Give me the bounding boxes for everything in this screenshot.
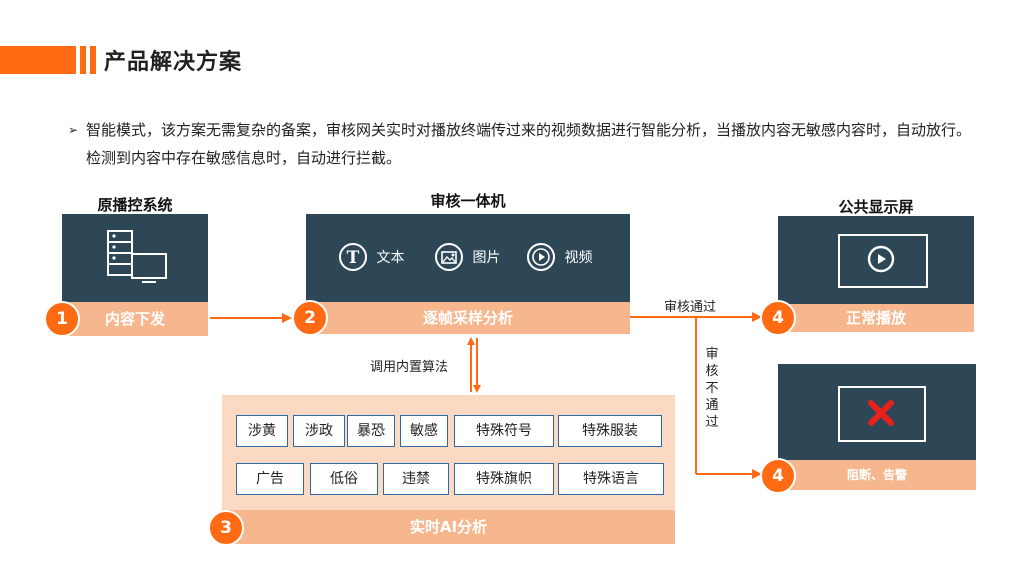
algo-tag: 敏感 — [400, 415, 448, 447]
image-icon — [435, 243, 463, 271]
fail-arrow — [695, 316, 762, 479]
option-image: 图片 — [434, 242, 500, 272]
option-text: T 文本 — [338, 242, 404, 272]
algo-tag: 低俗 — [310, 463, 378, 495]
step-badge-4: 4 — [760, 458, 796, 494]
play-icon — [867, 245, 895, 273]
intro-text: 智能模式，该方案无需复杂的备案，审核网关实时对播放终端传过来的视频数据进行智能分… — [86, 121, 972, 167]
option-video-label: 视频 — [564, 250, 593, 266]
algo-tag: 特殊语言 — [558, 463, 664, 495]
screen-frame — [838, 234, 928, 288]
algo-tag: 暴恐 — [347, 415, 395, 447]
text-T-icon: T — [339, 243, 367, 271]
algorithm-band: 实时AI分析 — [222, 510, 675, 544]
header-accent-stripe — [80, 46, 86, 74]
bidirectional-arrow — [467, 337, 481, 393]
svg-text:T: T — [347, 248, 360, 268]
algo-tag: 特殊符号 — [454, 415, 554, 447]
algo-tag: 涉黄 — [236, 415, 288, 447]
call-algorithm-label: 调用内置算法 — [370, 360, 449, 375]
bullet-arrow-icon: ➢ — [68, 123, 79, 137]
algo-tag: 广告 — [236, 463, 304, 495]
flow-arrow — [210, 313, 292, 323]
screen-frame — [838, 386, 926, 442]
machine-band: 逐帧采样分析 — [306, 302, 630, 334]
server-monitor-icon — [107, 230, 167, 283]
page-title: 产品解决方案 — [104, 50, 243, 75]
source-title: 原播控系统 — [97, 196, 173, 214]
machine-title: 审核一体机 — [430, 192, 506, 210]
step-badge-3: 3 — [208, 510, 244, 546]
algo-tag: 违禁 — [383, 463, 449, 495]
block-x-icon — [868, 400, 894, 426]
step-badge-1: 1 — [44, 301, 80, 337]
algo-tag: 特殊旗帜 — [454, 463, 554, 495]
display-band: 正常播放 — [778, 304, 974, 332]
step-badge-2: 2 — [292, 300, 328, 336]
video-play-icon — [527, 243, 555, 271]
block-band: 阻断、告警 — [778, 460, 976, 490]
algorithm-panel: 涉黄 涉政 暴恐 敏感 特殊符号 特殊服装 广告 低俗 违禁 特殊旗帜 特殊语言 — [222, 395, 675, 510]
option-video: 视频 — [526, 242, 592, 272]
algo-tag: 涉政 — [293, 415, 345, 447]
header-accent-stripe — [90, 46, 96, 74]
intro-paragraph: ➢ 智能模式，该方案无需复杂的备案，审核网关实时对播放终端传过来的视频数据进行智… — [68, 116, 978, 172]
display-title: 公共显示屏 — [838, 198, 914, 216]
option-text-label: 文本 — [376, 250, 405, 266]
header-accent-bar — [0, 46, 76, 74]
pass-label: 审核通过 — [664, 300, 717, 315]
source-panel — [62, 214, 208, 302]
algo-tag: 特殊服装 — [558, 415, 662, 447]
source-band: 内容下发 — [62, 302, 208, 336]
step-badge-4: 4 — [760, 300, 796, 336]
pass-arrow — [630, 312, 762, 322]
block-panel — [778, 364, 976, 460]
machine-panel: T 文本 图片 视频 — [306, 214, 630, 302]
option-image-label: 图片 — [472, 250, 501, 266]
fail-label: 审核不通过 — [705, 347, 719, 430]
display-panel — [778, 216, 974, 304]
